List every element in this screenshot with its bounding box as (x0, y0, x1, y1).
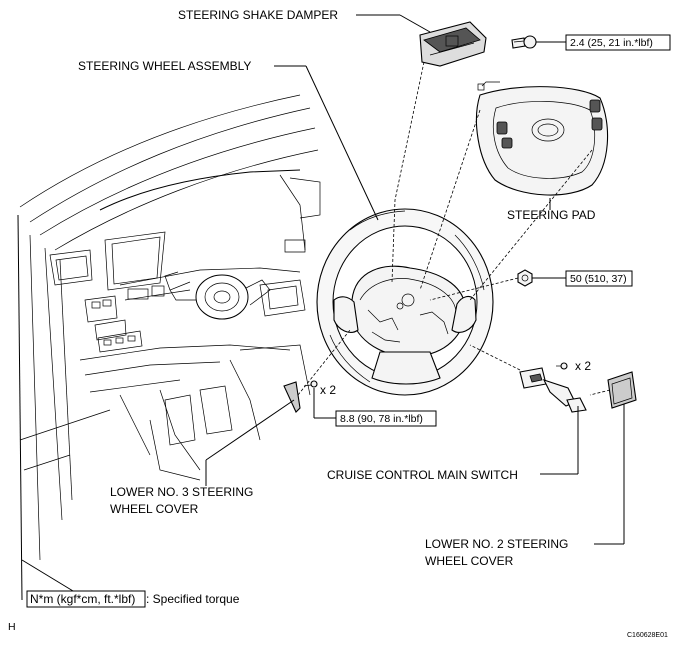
steering-shake-damper-drawing (419, 21, 487, 67)
legend-unit-box (26, 590, 146, 608)
corner-letter: H (8, 621, 16, 633)
damper-bolt-icon (511, 35, 537, 49)
lower-no3-label-line1: LOWER NO. 3 STEERING (110, 485, 253, 499)
wheel-assembly-label: STEERING WHEEL ASSEMBLY (78, 59, 251, 73)
steering-pad-drawing (475, 81, 609, 196)
switch-screw-icon (556, 362, 568, 370)
cruise-switch-label: CRUISE CONTROL MAIN SWITCH (327, 468, 518, 482)
leader-lines (21, 14, 625, 595)
lower-no2-cover-drawing (607, 371, 637, 409)
legend-text: : Specified torque (146, 592, 240, 606)
cover-torque-box (335, 410, 437, 427)
wheel-nut-torque-value: 50 (510, 37) (570, 273, 627, 285)
cover-screw-quantity: x 2 (320, 383, 336, 397)
steering-wheel-assembly-drawing (316, 208, 494, 396)
switch-screw-quantity: x 2 (575, 359, 591, 373)
steering-pad-label: STEERING PAD (507, 208, 596, 222)
cruise-control-switch-drawing (519, 367, 587, 413)
assembly-dashed-lines (297, 61, 611, 396)
wheel-nut-torque-box (565, 270, 633, 287)
lower-no2-label-line2: WHEEL COVER (425, 554, 514, 568)
damper-torque-value: 2.4 (25, 21 in.*lbf) (570, 37, 653, 49)
legend-unit: N*m (kgf*cm, ft.*lbf) (30, 592, 135, 606)
wheel-nut-icon (517, 269, 533, 287)
lower-no3-label-line2: WHEEL COVER (110, 502, 199, 516)
lower-no3-cover-drawing (283, 381, 301, 413)
shake-damper-label: STEERING SHAKE DAMPER (178, 8, 338, 22)
dashboard-drawing (17, 94, 321, 601)
lower-no2-label-line1: LOWER NO. 2 STEERING (425, 537, 568, 551)
damper-torque-box (565, 34, 671, 51)
figure-code: C160628E01 (627, 632, 668, 639)
cover-screw-icon (303, 380, 318, 388)
cover-torque-value: 8.8 (90, 78 in.*lbf) (340, 413, 423, 425)
